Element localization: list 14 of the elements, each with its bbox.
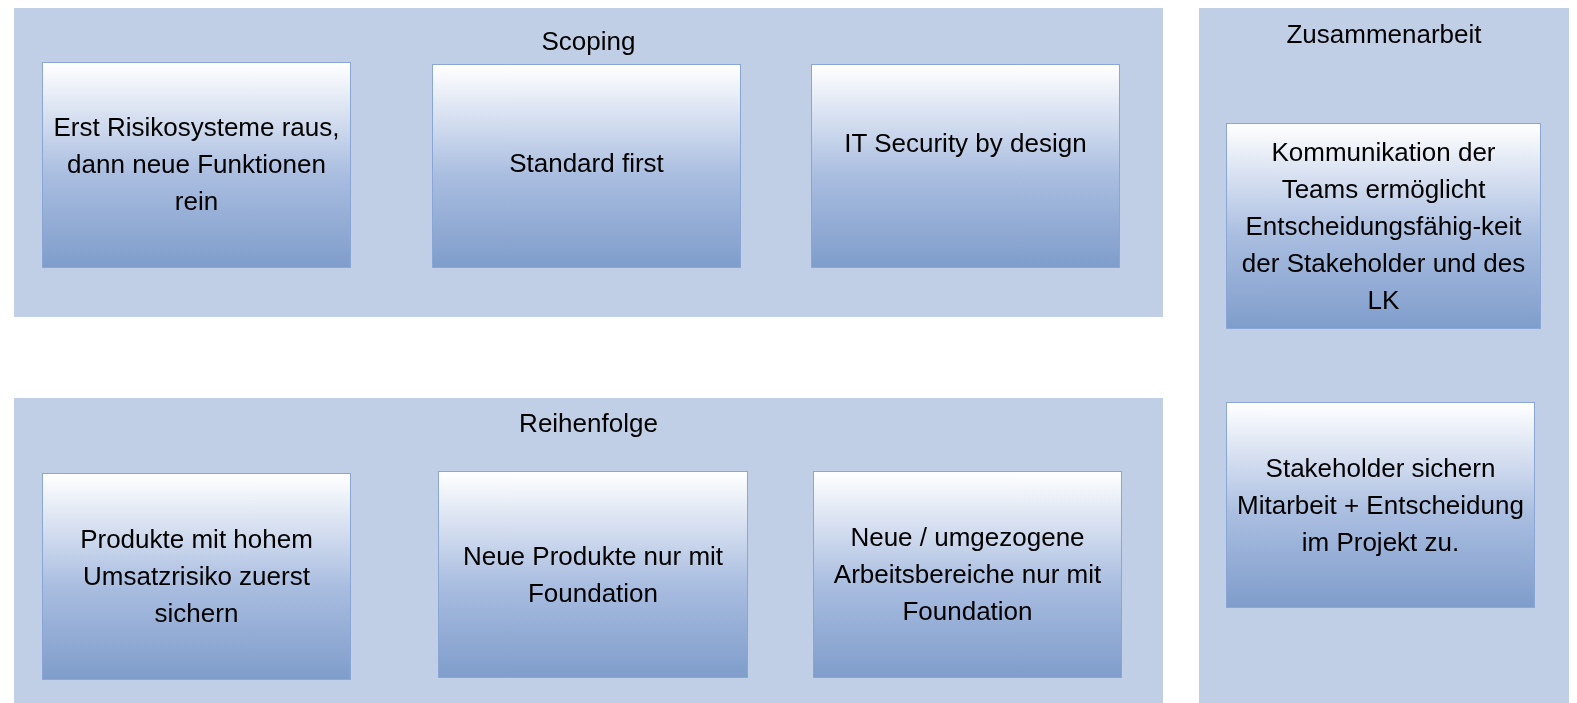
principle-card: Erst Risikosysteme raus, dann neue Funktionen rein [42,62,351,268]
panel-heading: Reihenfolge [519,408,658,438]
principle-card: Neue Produkte nur mit Foundation [438,471,748,678]
principle-card: IT Security by design [811,64,1120,268]
group-panel [14,398,1163,703]
group-panel [14,8,1163,317]
panel-heading: Zusammenarbeit [1286,19,1482,49]
principle-card: Produkte mit hohem Umsatzrisiko zuerst sichern [42,473,351,680]
principle-card: Neue / umgezogene Arbeitsbereiche nur mit Foundation [813,471,1122,678]
principle-card: Stakeholder sichern Mitarbeit + Entscheidung im Projekt zu. [1226,402,1535,608]
principle-card: Kommunikation der Teams ermöglicht Entscheidungsfähig-keit der Stakeholder und des LK [1226,123,1541,329]
panel-heading: Scoping [541,26,636,56]
group-panel [1199,8,1569,703]
principle-card: Standard first [432,64,741,268]
